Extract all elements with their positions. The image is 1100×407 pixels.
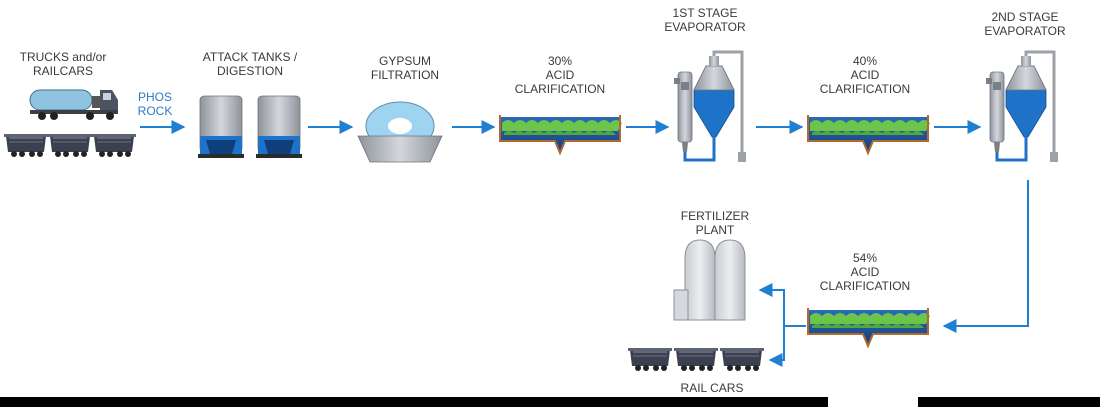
evaporator-2-icon bbox=[984, 50, 1060, 164]
evaporator-1-label: 1ST STAGE EVAPORATOR bbox=[650, 6, 760, 34]
fert-label-line1: FERTILIZER bbox=[680, 209, 750, 223]
phos-rock-label: PHOS ROCK bbox=[130, 90, 180, 118]
clar54-label-line1: 54% bbox=[852, 251, 878, 265]
arrow-evap2-to-clar54 bbox=[942, 180, 1029, 333]
bottom-bar-right bbox=[918, 397, 1100, 407]
fertilizer-plant-label: FERTILIZER PLANT bbox=[660, 209, 770, 237]
bottom-bar-left bbox=[0, 397, 828, 407]
clarifier-30-icon bbox=[499, 114, 623, 154]
fert-label-line2: PLANT bbox=[695, 223, 735, 237]
trucks-label-line2: RAILCARS bbox=[32, 64, 94, 78]
fertilizer-plant-icon bbox=[673, 239, 746, 321]
clar40-label-line3: CLARIFICATION bbox=[819, 82, 911, 96]
phos-label-line2: ROCK bbox=[137, 104, 173, 118]
clarification-54-label: 54% ACID CLARIFICATION bbox=[805, 251, 925, 293]
clar54-label-line2: ACID bbox=[850, 265, 880, 279]
trucks-railcars-label: TRUCKS and/or RAILCARS bbox=[18, 50, 108, 78]
attack-tanks-icon bbox=[197, 95, 303, 159]
gypsum-label-line1: GYPSUM bbox=[378, 54, 431, 68]
attack-label-line2: DIGESTION bbox=[216, 64, 283, 78]
gypsum-label-line2: FILTRATION bbox=[370, 68, 440, 82]
clar30-label-line1: 30% bbox=[547, 54, 573, 68]
railcars-left-icon bbox=[3, 133, 137, 158]
clar30-label-line3: CLARIFICATION bbox=[514, 82, 606, 96]
clarification-40-label: 40% ACID CLARIFICATION bbox=[805, 54, 925, 96]
evap2-label-line1: 2ND STAGE bbox=[991, 10, 1059, 24]
phos-label-line1: PHOS bbox=[137, 90, 172, 104]
flow-arrows bbox=[140, 120, 1029, 367]
evap1-label-line2: EVAPORATOR bbox=[664, 20, 746, 34]
rail-cars-label: RAIL CARS bbox=[680, 381, 744, 395]
arrow-clar54-to-railcars bbox=[768, 326, 785, 367]
evaporator-1-icon bbox=[672, 50, 748, 164]
gypsum-filtration-label: GYPSUM FILTRATION bbox=[355, 54, 455, 82]
arrow-clar54-to-fertilizer bbox=[758, 283, 806, 327]
gypsum-filter-icon bbox=[357, 101, 443, 163]
clarifier-40-icon bbox=[807, 114, 931, 154]
evaporator-2-label: 2ND STAGE EVAPORATOR bbox=[970, 10, 1080, 38]
clarification-30-label: 30% ACID CLARIFICATION bbox=[500, 54, 620, 96]
attack-tanks-label: ATTACK TANKS / DIGESTION bbox=[190, 50, 310, 78]
truck-icon bbox=[29, 89, 118, 120]
clarifier-54-icon bbox=[807, 307, 931, 347]
railcars-bottom-icon bbox=[627, 347, 765, 372]
clar40-label-line2: ACID bbox=[850, 68, 880, 82]
clar30-label-line2: ACID bbox=[545, 68, 575, 82]
clar54-label-line3: CLARIFICATION bbox=[819, 279, 911, 293]
evap2-label-line2: EVAPORATOR bbox=[984, 24, 1066, 38]
evap1-label-line1: 1ST STAGE bbox=[672, 6, 738, 20]
clar40-label-line1: 40% bbox=[852, 54, 878, 68]
attack-label-line1: ATTACK TANKS / bbox=[202, 50, 298, 64]
trucks-label-line1: TRUCKS and/or bbox=[19, 50, 107, 64]
